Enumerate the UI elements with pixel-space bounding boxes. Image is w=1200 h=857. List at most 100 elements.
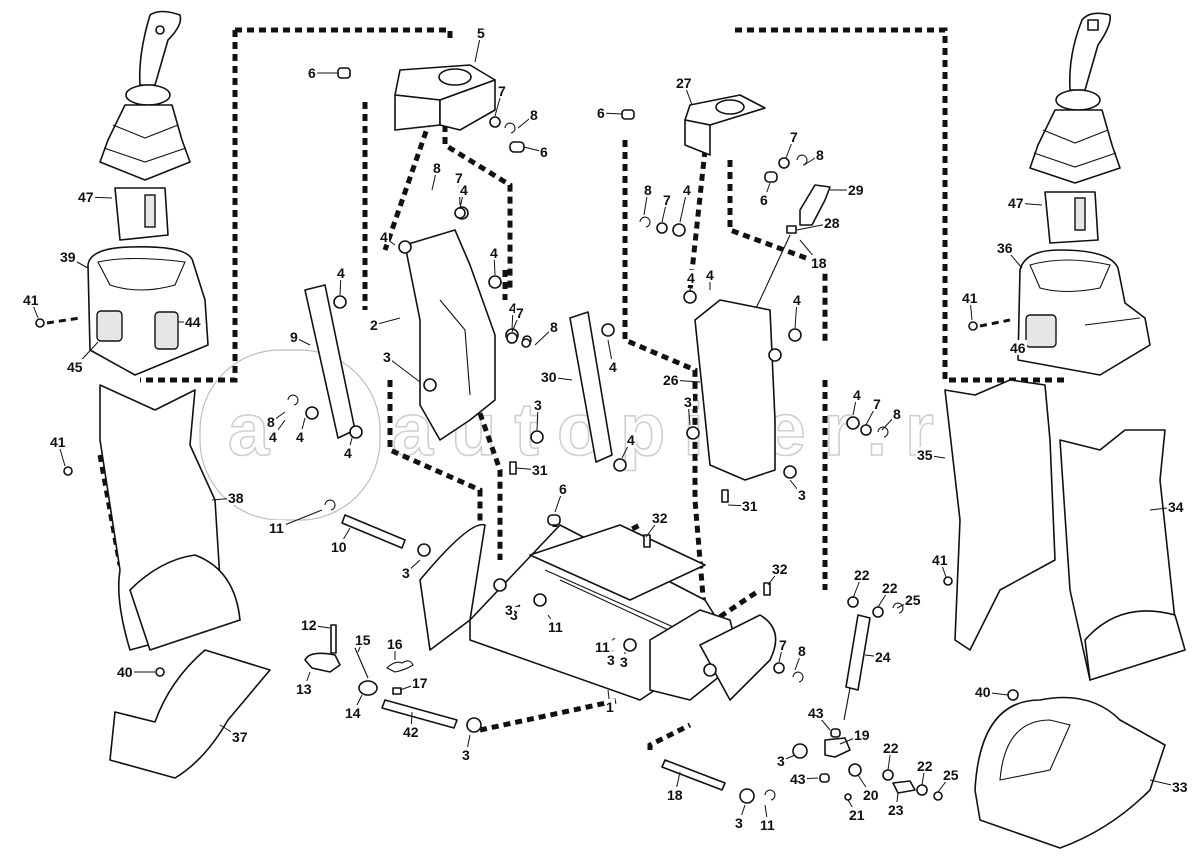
part-callout-32[interactable]: 32 bbox=[652, 510, 668, 526]
part-callout-7[interactable]: 7 bbox=[498, 83, 506, 99]
part-callout-25[interactable]: 25 bbox=[905, 592, 921, 608]
part-callout-6[interactable]: 6 bbox=[540, 144, 548, 160]
part-callout-23[interactable]: 23 bbox=[888, 802, 904, 818]
part-callout-47[interactable]: 47 bbox=[78, 189, 94, 205]
part-callout-7[interactable]: 7 bbox=[790, 129, 798, 145]
part-callout-8[interactable]: 8 bbox=[530, 107, 538, 123]
part-callout-17[interactable]: 17 bbox=[412, 675, 428, 691]
part-callout-5[interactable]: 5 bbox=[477, 25, 485, 41]
part-callout-6[interactable]: 6 bbox=[760, 192, 768, 208]
part-callout-45[interactable]: 45 bbox=[67, 359, 83, 375]
part-callout-4[interactable]: 4 bbox=[706, 267, 714, 283]
part-callout-22[interactable]: 22 bbox=[882, 580, 898, 596]
part-callout-8[interactable]: 8 bbox=[798, 643, 806, 659]
part-callout-22[interactable]: 22 bbox=[917, 758, 933, 774]
part-callout-11[interactable]: 11 bbox=[548, 619, 563, 635]
part-callout-28[interactable]: 28 bbox=[824, 215, 840, 231]
part-callout-11[interactable]: 11 bbox=[760, 817, 775, 833]
part-callout-3[interactable]: 3 bbox=[620, 654, 628, 670]
part-callout-3[interactable]: 3 bbox=[462, 747, 470, 763]
part-callout-24[interactable]: 24 bbox=[875, 649, 891, 665]
part-callout-18[interactable]: 18 bbox=[667, 787, 683, 803]
part-callout-41[interactable]: 41 bbox=[932, 552, 948, 568]
part-callout-4[interactable]: 4 bbox=[687, 270, 695, 286]
part-callout-11[interactable]: 11 bbox=[595, 639, 610, 655]
part-callout-14[interactable]: 14 bbox=[345, 705, 361, 721]
part-callout-7[interactable]: 7 bbox=[873, 396, 881, 412]
part-callout-8[interactable]: 8 bbox=[550, 319, 558, 335]
part-callout-8[interactable]: 8 bbox=[433, 160, 441, 176]
part-callout-15[interactable]: 15 bbox=[355, 632, 371, 648]
part-callout-4[interactable]: 4 bbox=[490, 245, 498, 261]
part-callout-8[interactable]: 8 bbox=[267, 414, 275, 430]
part-callout-4[interactable]: 4 bbox=[683, 182, 691, 198]
part-callout-30[interactable]: 30 bbox=[541, 369, 557, 385]
part-callout-3[interactable]: 3 bbox=[383, 349, 391, 365]
part-callout-42[interactable]: 42 bbox=[403, 724, 419, 740]
part-callout-4[interactable]: 4 bbox=[344, 445, 352, 461]
part-callout-33[interactable]: 33 bbox=[1172, 779, 1188, 795]
part-callout-29[interactable]: 29 bbox=[848, 182, 864, 198]
part-callout-32[interactable]: 32 bbox=[772, 561, 788, 577]
part-callout-18[interactable]: 18 bbox=[811, 255, 827, 271]
part-callout-31[interactable]: 31 bbox=[532, 462, 548, 478]
part-callout-10[interactable]: 10 bbox=[331, 539, 347, 555]
part-callout-40[interactable]: 40 bbox=[975, 684, 991, 700]
part-callout-4[interactable]: 4 bbox=[460, 182, 468, 198]
part-callout-3[interactable]: 3 bbox=[735, 815, 743, 831]
part-callout-43[interactable]: 43 bbox=[790, 771, 806, 787]
part-callout-38[interactable]: 38 bbox=[228, 490, 244, 506]
part-callout-4[interactable]: 4 bbox=[793, 292, 801, 308]
part-callout-4[interactable]: 4 bbox=[337, 265, 345, 281]
part-callout-31[interactable]: 31 bbox=[742, 498, 758, 514]
part-callout-44[interactable]: 44 bbox=[185, 314, 201, 330]
part-callout-6[interactable]: 6 bbox=[597, 105, 605, 121]
part-callout-3[interactable]: 3 bbox=[684, 394, 692, 410]
part-callout-41[interactable]: 41 bbox=[23, 292, 39, 308]
part-callout-4[interactable]: 4 bbox=[853, 387, 861, 403]
part-callout-3[interactable]: 3 bbox=[402, 565, 410, 581]
part-callout-20[interactable]: 20 bbox=[863, 787, 879, 803]
part-callout-41[interactable]: 41 bbox=[962, 290, 978, 306]
part-callout-8[interactable]: 8 bbox=[893, 406, 901, 422]
part-callout-16[interactable]: 16 bbox=[387, 636, 403, 652]
part-callout-21[interactable]: 21 bbox=[849, 807, 865, 823]
part-callout-25[interactable]: 25 bbox=[943, 767, 959, 783]
part-callout-37[interactable]: 37 bbox=[232, 729, 248, 745]
part-callout-7[interactable]: 7 bbox=[455, 170, 463, 186]
part-callout-39[interactable]: 39 bbox=[60, 249, 76, 265]
part-callout-7[interactable]: 7 bbox=[779, 637, 787, 653]
part-callout-4[interactable]: 4 bbox=[380, 229, 388, 245]
part-callout-4[interactable]: 4 bbox=[609, 359, 617, 375]
part-callout-26[interactable]: 26 bbox=[663, 372, 679, 388]
part-callout-8[interactable]: 8 bbox=[816, 147, 824, 163]
part-callout-22[interactable]: 22 bbox=[854, 567, 870, 583]
part-callout-34[interactable]: 34 bbox=[1168, 499, 1184, 515]
part-callout-46[interactable]: 46 bbox=[1010, 340, 1026, 356]
part-callout-4[interactable]: 4 bbox=[269, 429, 277, 445]
part-callout-36[interactable]: 36 bbox=[997, 240, 1013, 256]
part-callout-13[interactable]: 13 bbox=[296, 681, 312, 697]
part-callout-8[interactable]: 8 bbox=[644, 182, 652, 198]
part-callout-3[interactable]: 3 bbox=[607, 652, 615, 668]
part-callout-4[interactable]: 4 bbox=[627, 432, 635, 448]
part-callout-7[interactable]: 7 bbox=[516, 305, 524, 321]
part-callout-47[interactable]: 47 bbox=[1008, 195, 1024, 211]
part-callout-1[interactable]: 1 bbox=[606, 699, 614, 715]
part-callout-3[interactable]: 3 bbox=[534, 397, 542, 413]
part-callout-6[interactable]: 6 bbox=[308, 65, 316, 81]
part-callout-4[interactable]: 4 bbox=[509, 300, 517, 316]
part-callout-2[interactable]: 2 bbox=[370, 317, 378, 333]
part-callout-6[interactable]: 6 bbox=[559, 481, 567, 497]
part-callout-12[interactable]: 12 bbox=[301, 617, 317, 633]
part-callout-4[interactable]: 4 bbox=[296, 429, 304, 445]
part-callout-7[interactable]: 7 bbox=[663, 192, 671, 208]
part-callout-3[interactable]: 3 bbox=[777, 753, 785, 769]
part-callout-40[interactable]: 40 bbox=[117, 664, 133, 680]
part-callout-3[interactable]: 3 bbox=[798, 487, 806, 503]
part-callout-27[interactable]: 27 bbox=[676, 75, 692, 91]
part-callout-22[interactable]: 22 bbox=[883, 740, 899, 756]
part-callout-3[interactable]: 3 bbox=[505, 602, 513, 618]
part-callout-35[interactable]: 35 bbox=[917, 447, 933, 463]
part-callout-9[interactable]: 9 bbox=[290, 329, 298, 345]
